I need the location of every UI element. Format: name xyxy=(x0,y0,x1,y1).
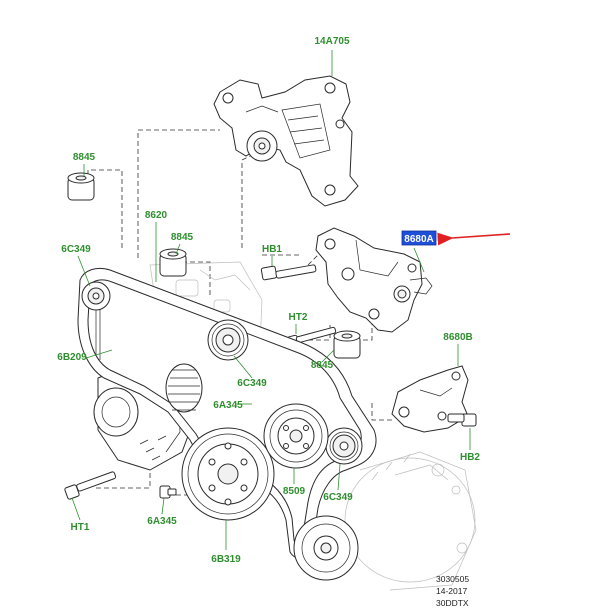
bolt-HB1 xyxy=(260,264,317,281)
ac-compressor xyxy=(344,451,477,591)
label-6B319[interactable]: 6B319 xyxy=(211,554,241,565)
idler-pulley-6C349-center xyxy=(207,319,249,361)
leader-lines xyxy=(71,50,471,550)
highlighted-label-8680A[interactable]: 8680A xyxy=(401,230,437,246)
label-6C349-center[interactable]: 6C349 xyxy=(237,378,267,389)
part-labels: 14A705 8845 8620 8845 6C349 HB1 8680A HT… xyxy=(57,36,511,565)
label-HT2[interactable]: HT2 xyxy=(289,312,308,323)
label-6A345-lower[interactable]: 6A345 xyxy=(147,516,177,527)
part-8680A-bracket xyxy=(315,227,433,333)
label-6C349-right[interactable]: 6C349 xyxy=(323,492,353,503)
bolt-6A345-lower xyxy=(159,485,177,499)
idler-pulley-8845-middle xyxy=(159,248,187,277)
crankshaft-damper-6B319 xyxy=(181,427,275,521)
bolt-HT1 xyxy=(64,471,117,500)
label-HB2[interactable]: HB2 xyxy=(460,452,480,463)
label-6A345-upper[interactable]: 6A345 xyxy=(213,400,243,411)
label-HB1[interactable]: HB1 xyxy=(262,244,282,255)
reference-code: 30DDTX xyxy=(436,598,469,608)
idler-pulley-6C349-right xyxy=(325,427,363,465)
label-8845-top-left[interactable]: 8845 xyxy=(73,152,96,163)
drawing-reference: 3030505 14-2017 30DDTX xyxy=(436,574,469,608)
label-8620[interactable]: 8620 xyxy=(145,210,168,221)
label-6B209[interactable]: 6B209 xyxy=(57,352,87,363)
idler-pulley-8845-right xyxy=(333,330,361,359)
idler-pulley-6C349-left xyxy=(81,281,111,311)
drive-belt-8620 xyxy=(77,267,377,559)
part-14A705-bracket xyxy=(213,75,359,207)
label-8845-middle[interactable]: 8845 xyxy=(171,232,194,243)
label-8680B[interactable]: 8680B xyxy=(443,332,472,343)
reference-date: 14-2017 xyxy=(436,586,467,596)
bolt-HB2 xyxy=(447,413,477,427)
highlight-arrow xyxy=(437,232,511,246)
label-8680A[interactable]: 8680A xyxy=(404,234,433,245)
water-pump-pulley-8509 xyxy=(263,403,329,469)
label-6C349-left[interactable]: 6C349 xyxy=(61,244,91,255)
alternator-pulley xyxy=(165,363,203,413)
reference-number: 3030505 xyxy=(436,574,469,584)
label-8845-right[interactable]: 8845 xyxy=(311,360,334,371)
compressor-clutch-pulley xyxy=(293,515,359,581)
label-HT1[interactable]: HT1 xyxy=(71,522,90,533)
label-8509[interactable]: 8509 xyxy=(283,486,306,497)
idler-pulley-8845-top-left xyxy=(67,172,95,201)
label-14A705[interactable]: 14A705 xyxy=(314,36,349,47)
